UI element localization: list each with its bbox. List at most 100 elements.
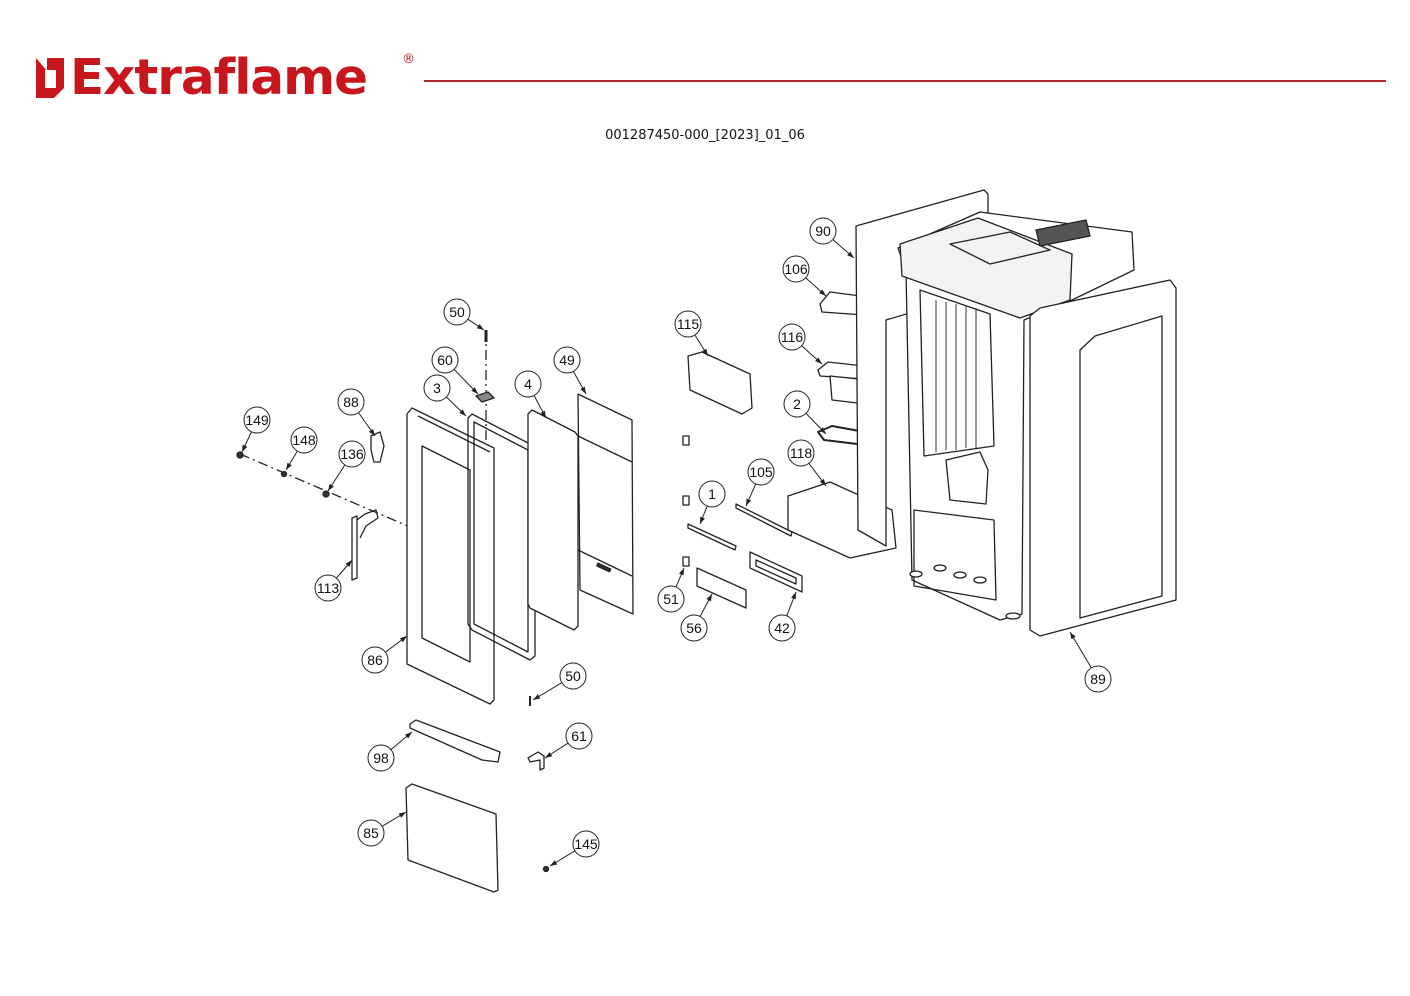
arrowhead-icon [1070, 632, 1076, 640]
floor-hole [933, 564, 947, 572]
arrowhead-icon [678, 568, 684, 576]
callout-label: 116 [781, 329, 804, 345]
callout-label: 50 [565, 668, 581, 684]
callout-label: 115 [677, 316, 700, 332]
callout-86-door-frame: 86 [361, 635, 408, 674]
part-51-clip [682, 556, 690, 567]
callout-136-nut: 136 [327, 440, 366, 492]
callout-circle [809, 217, 837, 245]
part-clip-2 [682, 495, 690, 506]
callout-circle [357, 819, 385, 847]
callout-113-door-handle: 113 [314, 559, 353, 602]
inner-tray [945, 451, 989, 505]
arrowhead-icon [398, 812, 406, 818]
arrowhead-icon [819, 427, 826, 434]
callout-label: 4 [524, 376, 532, 392]
callout-circle [338, 440, 366, 468]
callout-circle [314, 574, 342, 602]
arrowhead-icon [540, 410, 546, 418]
callout-51-clip: 51 [657, 567, 685, 613]
arrowhead-icon [847, 251, 854, 258]
callout-60-hinge-bracket: 60 [431, 346, 479, 395]
fan-compartment [913, 509, 997, 601]
part-85-lower-panel [405, 783, 499, 893]
brand-logo: Extraflame [34, 52, 368, 104]
callout-circle [559, 662, 587, 690]
callout-50-hinge-pin-bottom: 50 [532, 662, 587, 701]
foot [1005, 612, 1021, 620]
part-56-cover [696, 567, 747, 609]
callout-label: 89 [1090, 671, 1106, 687]
arrowhead-icon [815, 357, 822, 364]
arrowhead-icon [580, 386, 586, 394]
arrowhead-icon [819, 478, 826, 486]
axis-line-handle [239, 453, 411, 528]
arrowhead-icon [471, 387, 478, 394]
callout-label: 136 [340, 446, 364, 462]
floor-hole [973, 576, 987, 584]
side-panel-inset [1079, 315, 1163, 619]
callout-label: 56 [686, 620, 702, 636]
part-113-bracket [356, 509, 379, 539]
callout-88-door-latch: 88 [337, 388, 376, 437]
callout-circle [768, 614, 796, 642]
callout-circle [553, 346, 581, 374]
arrowhead-icon [545, 752, 553, 758]
arrowhead-icon [533, 694, 541, 700]
callout-4-door-glass: 4 [514, 370, 547, 419]
callout-label: 86 [367, 652, 383, 668]
stove-top [899, 217, 1073, 319]
callout-circle [431, 346, 459, 374]
floor-hole [953, 571, 967, 579]
callout-label: 118 [790, 445, 813, 461]
callout-label: 60 [437, 352, 453, 368]
arrowhead-icon [399, 636, 407, 643]
callout-circle [657, 585, 685, 613]
arrowhead-icon [459, 409, 466, 416]
callout-label: 61 [571, 728, 587, 744]
callout-label: 90 [815, 223, 831, 239]
callout-2-pot-gasket: 2 [783, 390, 827, 435]
callout-circle [747, 458, 775, 486]
part-105-rod [735, 503, 793, 537]
foot [909, 570, 923, 578]
part-148 [280, 470, 288, 478]
arrowhead-icon [700, 516, 705, 524]
part-136 [322, 490, 330, 498]
callout-circle [361, 646, 389, 674]
arrowhead-icon [242, 444, 248, 452]
callout-145-screw: 145 [549, 830, 600, 867]
callout-label: 105 [749, 464, 773, 480]
brand-name: Extraflame [70, 49, 368, 106]
callout-label: 145 [574, 836, 598, 852]
callout-circle [674, 310, 702, 338]
callout-61-bracket: 61 [544, 722, 593, 759]
part-98-trim [409, 719, 501, 763]
part-89-side-panel-right [1029, 279, 1177, 637]
callout-label: 98 [373, 750, 389, 766]
arrowhead-icon [819, 289, 826, 296]
callout-circle [572, 830, 600, 858]
callout-89-side-panel-right: 89 [1069, 631, 1112, 693]
arrowhead-icon [702, 348, 708, 356]
callout-label: 149 [245, 412, 269, 428]
callout-label: 49 [559, 352, 575, 368]
arrowhead-icon [286, 462, 292, 470]
registered-mark: ® [402, 52, 415, 67]
callout-circle [783, 390, 811, 418]
callout-85-lower-panel: 85 [357, 811, 407, 847]
arrowhead-icon [706, 594, 712, 602]
part-88-latch [370, 431, 385, 463]
callout-3-door-gasket: 3 [423, 374, 467, 417]
callout-49-glass-panel: 49 [553, 346, 587, 395]
callout-circle [367, 744, 395, 772]
callout-circle [514, 370, 542, 398]
callout-label: 113 [317, 580, 340, 596]
part-1-strip [687, 523, 737, 551]
part-42-plate [749, 551, 803, 593]
callout-90-side-panel-left: 90 [809, 217, 855, 259]
callout-circle [565, 722, 593, 750]
part-145-screw [542, 865, 550, 873]
part-4-glass [527, 409, 579, 631]
